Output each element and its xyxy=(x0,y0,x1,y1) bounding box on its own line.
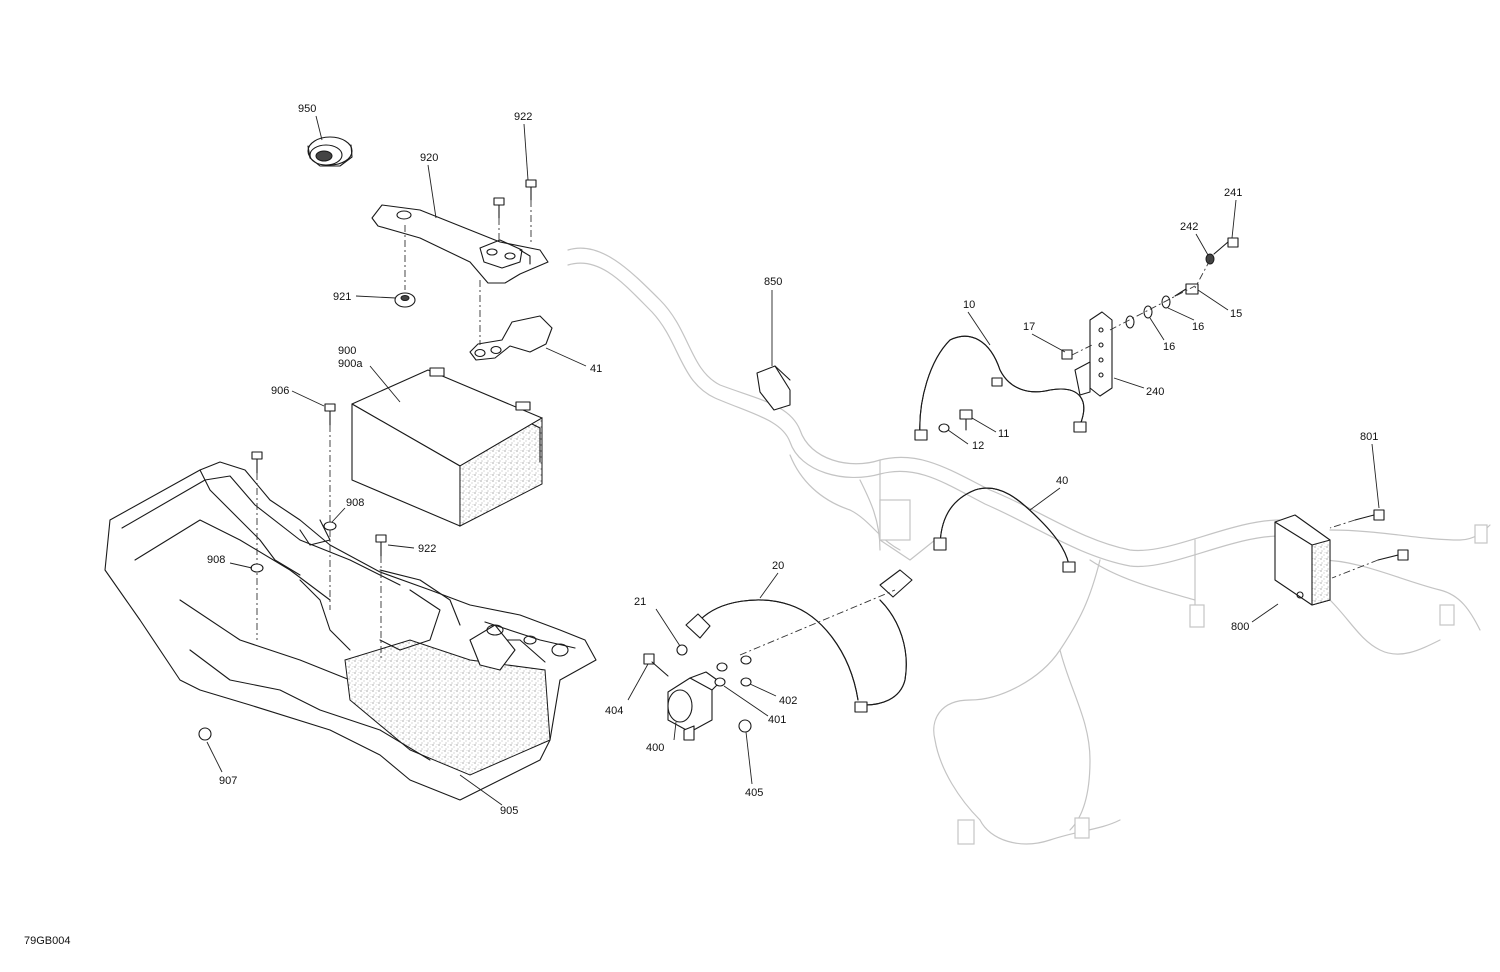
callout-906: 906 xyxy=(271,385,289,397)
bolt-906 xyxy=(251,403,336,474)
callout-241: 241 xyxy=(1224,187,1242,199)
leader-lines xyxy=(206,115,1380,806)
nut-921 xyxy=(394,292,416,308)
callout-21: 21 xyxy=(634,596,646,608)
ground-plate-240 xyxy=(1074,311,1113,397)
callout-800: 800 xyxy=(1231,621,1249,633)
nut-401 xyxy=(714,677,726,687)
nut-21 xyxy=(676,644,688,656)
callout-801: 801 xyxy=(1360,431,1378,443)
washer-stack-16 xyxy=(1125,283,1199,329)
battery-900 xyxy=(351,367,543,527)
callout-402: 402 xyxy=(779,695,797,707)
bolt-11 xyxy=(959,409,973,431)
washer-402b xyxy=(740,677,752,687)
starter-cable-20 xyxy=(685,569,913,713)
callout-12: 12 xyxy=(972,440,984,452)
connector-850 xyxy=(756,365,791,411)
washer-908-left xyxy=(250,563,264,573)
callout-920: 920 xyxy=(420,152,438,164)
nut-907 xyxy=(198,727,212,741)
bolt-922-lower xyxy=(375,534,387,557)
callout-10: 10 xyxy=(963,299,975,311)
callout-17: 17 xyxy=(1023,321,1035,333)
callout-15: 15 xyxy=(1230,308,1242,320)
drawing-code: 79GB004 xyxy=(24,935,71,947)
callout-907: 907 xyxy=(219,775,237,787)
callout-921: 921 xyxy=(333,291,351,303)
callout-242: 242 xyxy=(1180,221,1198,233)
nut-402 xyxy=(740,655,752,665)
bolt-922-upper xyxy=(493,179,537,219)
callout-900: 900 xyxy=(338,345,356,357)
callout-40: 40 xyxy=(1056,475,1068,487)
callout-900a: 900a xyxy=(338,358,363,370)
control-module-800 xyxy=(1274,514,1331,606)
bolt-404 xyxy=(643,653,669,677)
solenoid-400 xyxy=(667,671,721,741)
callout-16-a: 16 xyxy=(1163,341,1175,353)
callout-905: 905 xyxy=(500,805,518,817)
callout-240: 240 xyxy=(1146,386,1164,398)
callout-401: 401 xyxy=(768,714,786,726)
callout-922-upper: 922 xyxy=(514,111,532,123)
callout-labels: 950 922 920 921 41 900 900a 906 908 922 … xyxy=(207,103,1378,817)
power-socket-part xyxy=(307,136,353,167)
washer-12 xyxy=(938,423,950,433)
callout-16-b: 16 xyxy=(1192,321,1204,333)
callout-41: 41 xyxy=(590,363,602,375)
callout-850: 850 xyxy=(764,276,782,288)
background-wiring-harness xyxy=(567,247,1491,845)
battery-hold-bracket xyxy=(371,204,549,284)
callout-908-left: 908 xyxy=(207,554,225,566)
callout-400: 400 xyxy=(646,742,664,754)
bolt-801 xyxy=(1354,509,1409,561)
washer-401b xyxy=(716,662,728,672)
battery-tray-905 xyxy=(104,461,597,801)
callout-922-lower: 922 xyxy=(418,543,436,555)
callout-908-right: 908 xyxy=(346,497,364,509)
bolt-241 xyxy=(1213,237,1239,255)
callout-405: 405 xyxy=(745,787,763,799)
callout-950: 950 xyxy=(298,103,316,115)
battery-terminal-cable-41 xyxy=(469,315,553,361)
washer-908-right xyxy=(323,521,337,531)
washer-242 xyxy=(1205,253,1215,265)
callout-404: 404 xyxy=(605,705,623,717)
callout-20: 20 xyxy=(772,560,784,572)
positive-cable-40 xyxy=(933,487,1076,573)
callout-11: 11 xyxy=(998,428,1009,440)
nut-405 xyxy=(738,719,752,733)
